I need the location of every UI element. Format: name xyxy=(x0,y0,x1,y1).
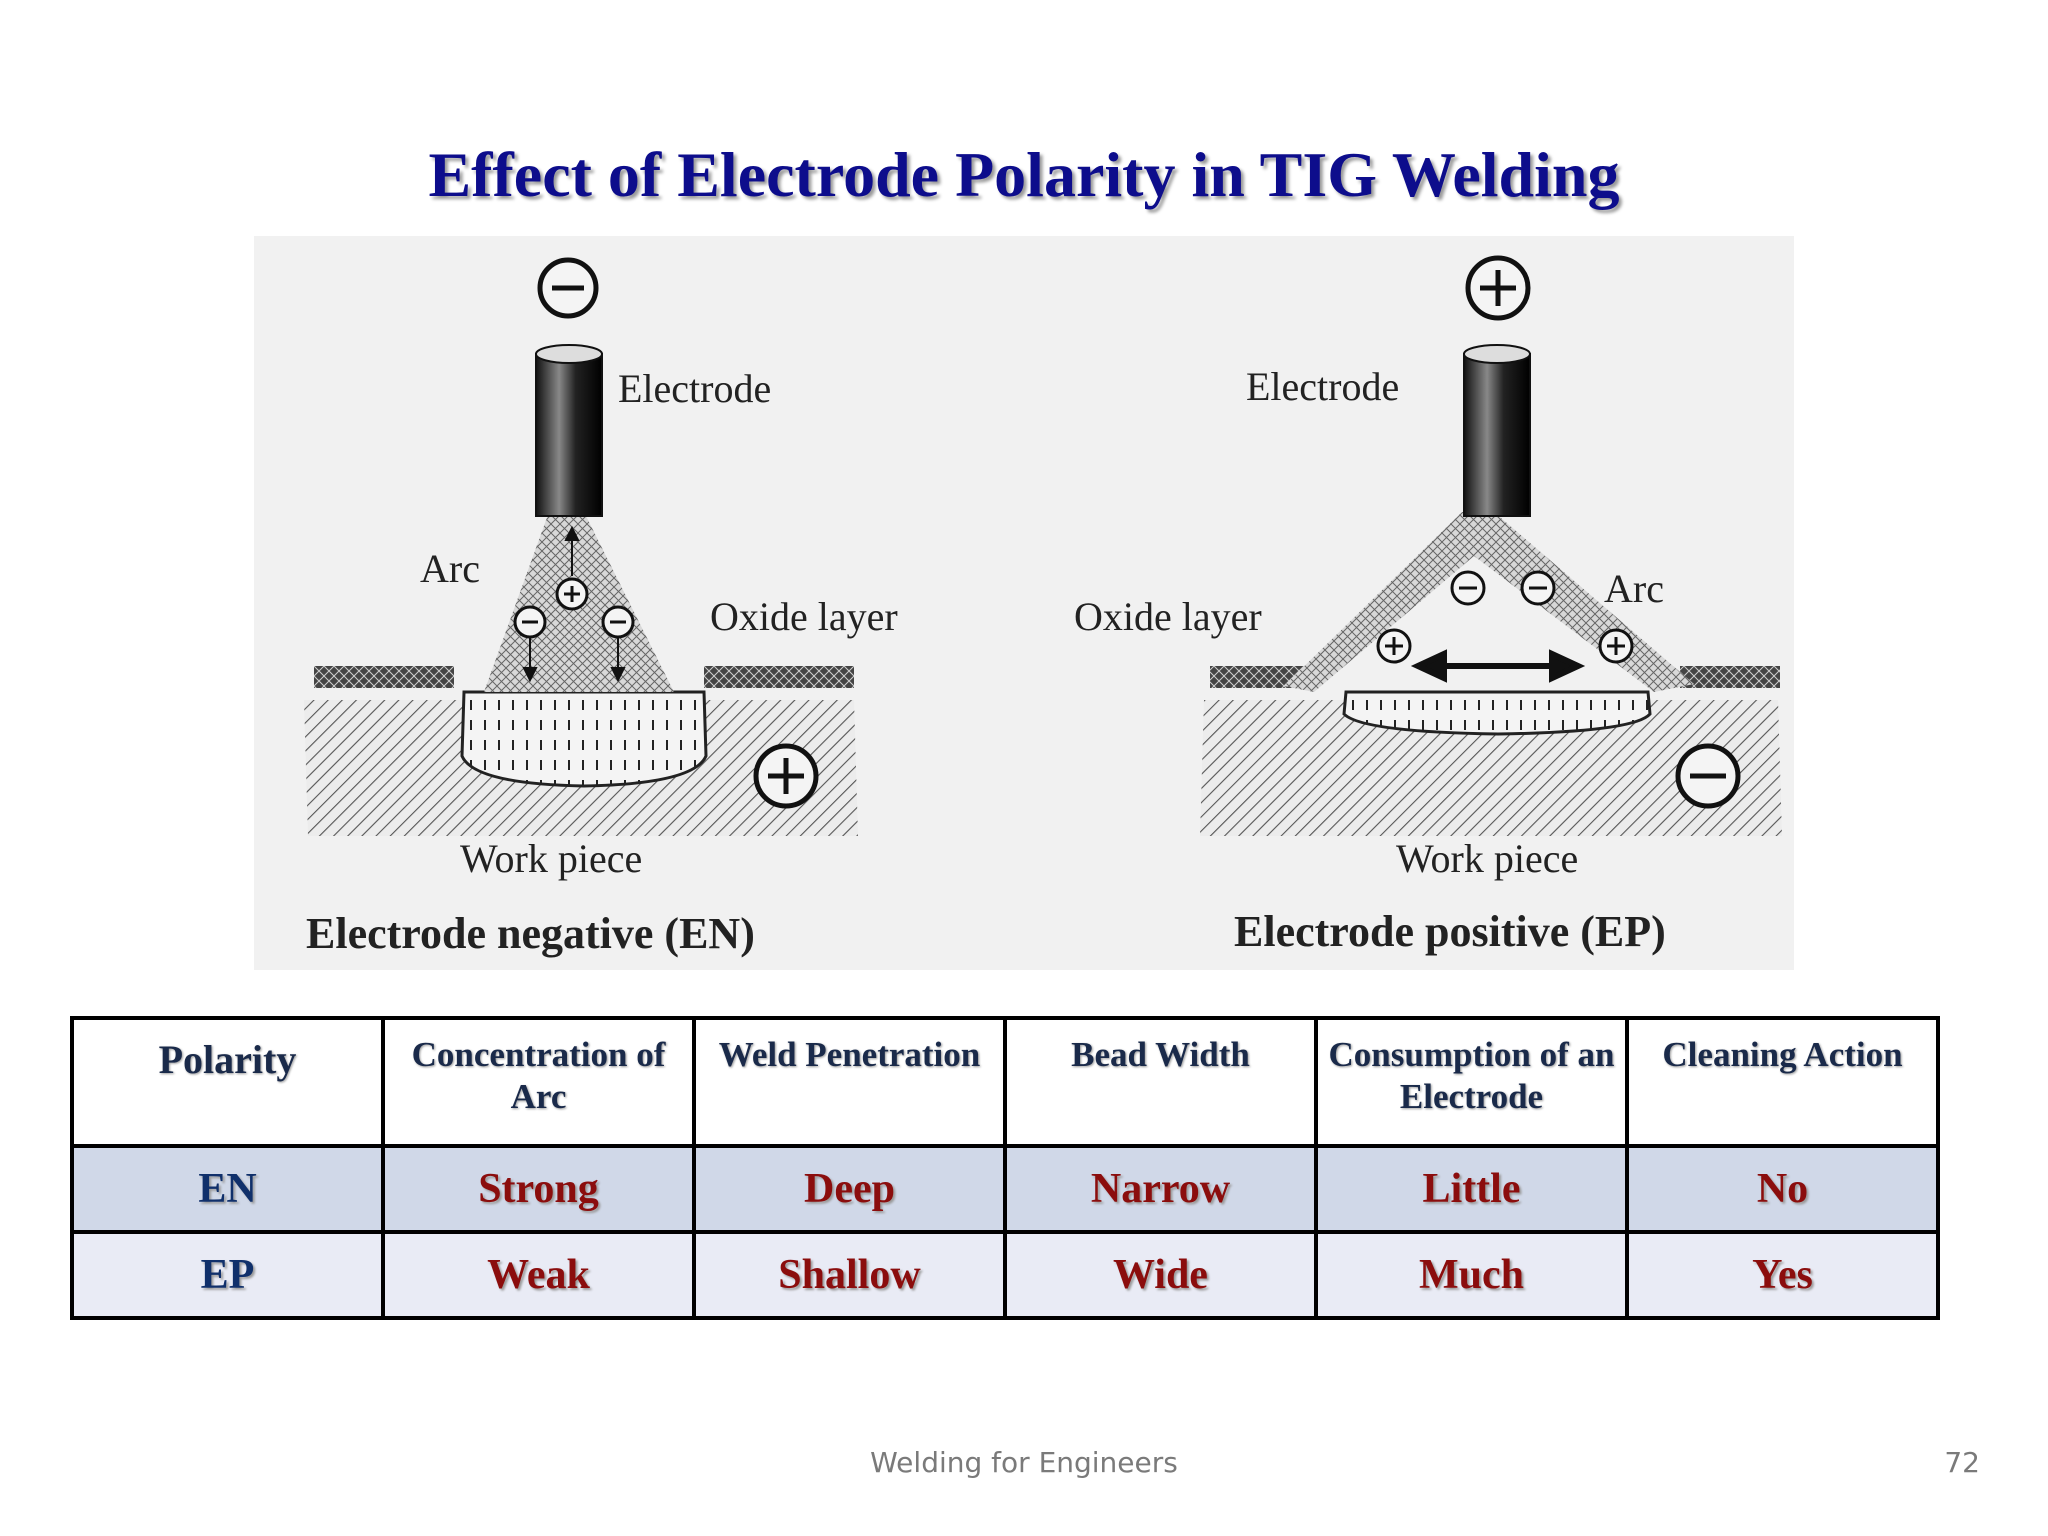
en-caption: Electrode negative (EN) xyxy=(306,909,755,958)
ep-workpiece-label: Work piece xyxy=(1396,836,1578,881)
table-row: EP Weak Shallow Wide Much Yes xyxy=(70,1230,1940,1320)
polarity-comparison-table: Polarity Concentration of Arc Weld Penet… xyxy=(70,1016,1940,1320)
slide-title: Effect of Electrode Polarity in TIG Weld… xyxy=(428,139,1620,210)
table-header-row: Polarity Concentration of Arc Weld Penet… xyxy=(70,1016,1940,1148)
en-arc-label: Arc xyxy=(420,546,480,591)
en-oxide-label: Oxide layer xyxy=(710,594,898,639)
en-diagram: Electrode Arc Oxide layer Work piece Ele… xyxy=(304,257,898,958)
cell-bead-width: Wide xyxy=(1003,1230,1318,1320)
en-workpiece-label: Work piece xyxy=(460,836,642,881)
cell-bead-width: Narrow xyxy=(1003,1144,1318,1234)
cell-cleaning: Yes xyxy=(1625,1230,1940,1320)
table-row: EN Strong Deep Narrow Little No xyxy=(70,1144,1940,1234)
cell-consumption: Much xyxy=(1314,1230,1629,1320)
cell-polarity: EN xyxy=(70,1144,385,1234)
cell-penetration: Shallow xyxy=(692,1230,1007,1320)
header-cleaning: Cleaning Action xyxy=(1625,1016,1940,1148)
cell-polarity: EP xyxy=(70,1230,385,1320)
header-penetration: Weld Penetration xyxy=(692,1016,1007,1148)
header-concentration: Concentration of Arc xyxy=(381,1016,696,1148)
ep-diagram: Electrode Arc Oxide layer Work piece Ele… xyxy=(1074,255,1782,956)
ep-electrode-label: Electrode xyxy=(1246,364,1399,409)
ep-oxide-label: Oxide layer xyxy=(1074,594,1262,639)
cell-consumption: Little xyxy=(1314,1144,1629,1234)
ep-caption: Electrode positive (EP) xyxy=(1234,907,1666,956)
cell-concentration: Strong xyxy=(381,1144,696,1234)
header-bead-width: Bead Width xyxy=(1003,1016,1318,1148)
cell-concentration: Weak xyxy=(381,1230,696,1320)
page-number: 72 xyxy=(1944,1446,1980,1479)
cell-cleaning: No xyxy=(1625,1144,1940,1234)
polarity-diagram: Electrode Arc Oxide layer Work piece Ele… xyxy=(254,236,1794,970)
cell-penetration: Deep xyxy=(692,1144,1007,1234)
ep-arc-label: Arc xyxy=(1604,566,1664,611)
slide-footer: Welding for Engineers xyxy=(870,1446,1178,1479)
header-consumption: Consumption of an Electrode xyxy=(1314,1016,1629,1148)
en-electrode-label: Electrode xyxy=(618,366,771,411)
header-polarity: Polarity xyxy=(70,1016,385,1148)
